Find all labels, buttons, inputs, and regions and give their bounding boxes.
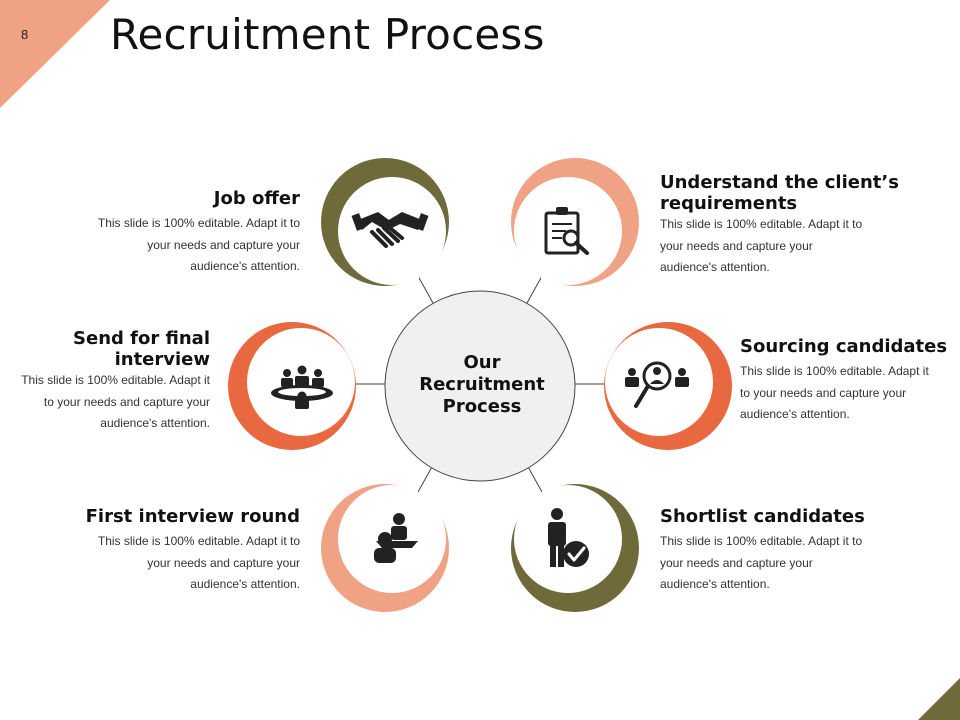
step-description: This slide is 100% editable. Adapt it to… xyxy=(740,364,929,421)
step-title: Sourcing candidates xyxy=(740,336,948,357)
step-description: This slide is 100% editable. Adapt it to… xyxy=(97,216,300,273)
center-label: Our Recruitment Process xyxy=(419,352,545,417)
person-check-icon xyxy=(548,508,589,567)
connector-lines xyxy=(355,275,605,493)
ring-sourcing xyxy=(604,322,732,450)
step-title: First interview round xyxy=(85,506,300,527)
corner-decoration-bottom-right xyxy=(918,678,960,720)
step-description: This slide is 100% editable. Adapt it to… xyxy=(97,534,300,591)
step-title: Job offer xyxy=(213,188,300,209)
step-description: This slide is 100% editable. Adapt it to… xyxy=(21,373,210,430)
people-search-icon xyxy=(625,361,689,408)
center-circle xyxy=(384,290,576,482)
step-job-offer: Job offer This slide is 100% editable. A… xyxy=(0,188,300,278)
step-title: Understand the client’s requirements xyxy=(660,172,899,214)
step-client-requirements: Understand the client’s requirements Thi… xyxy=(660,172,960,279)
clipboard-search-icon xyxy=(544,207,589,255)
step-shortlist: Shortlist candidates This slide is 100% … xyxy=(660,506,960,596)
step-title: Shortlist candidates xyxy=(660,506,865,527)
step-description: This slide is 100% editable. Adapt it to… xyxy=(660,534,863,591)
corner-decoration-top-left xyxy=(0,0,110,108)
handshake-icon xyxy=(351,212,429,248)
page-number: 8 xyxy=(21,27,29,42)
step-sourcing: Sourcing candidates This slide is 100% e… xyxy=(740,336,960,426)
page-title: Recruitment Process xyxy=(110,10,545,59)
meeting-table-icon xyxy=(271,365,333,409)
step-description: This slide is 100% editable. Adapt it to… xyxy=(660,217,863,274)
step-title: Send for final interview xyxy=(73,328,210,370)
interview-icon xyxy=(374,513,418,563)
step-first-interview: First interview round This slide is 100%… xyxy=(0,506,300,596)
step-final-interview: Send for final interview This slide is 1… xyxy=(0,328,210,435)
